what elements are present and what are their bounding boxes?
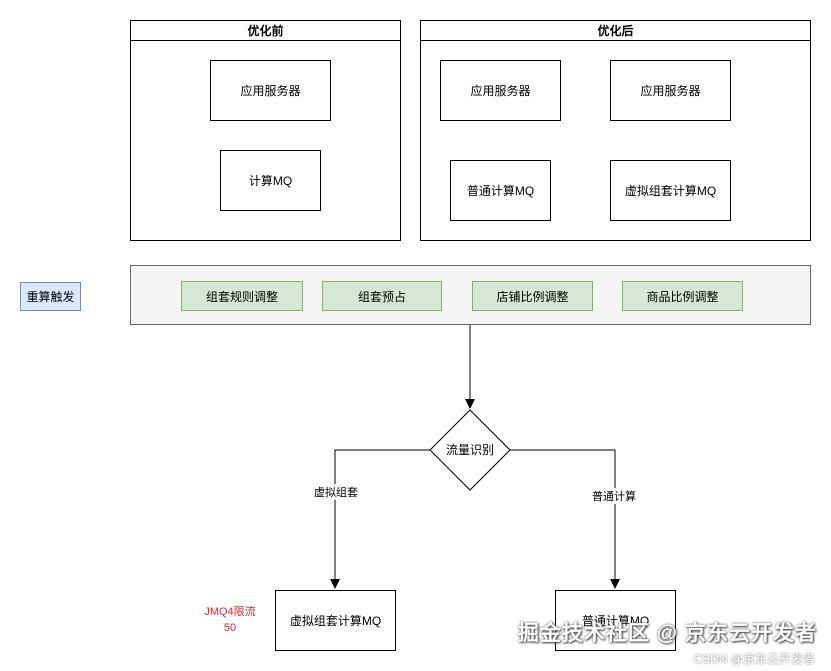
watermark-sub: CSDN @京东云开发者: [693, 652, 815, 666]
before-mq: 计算MQ: [220, 150, 321, 211]
trigger-item-bundle-reserve: 组套预占: [322, 281, 442, 311]
watermark-main: 掘金技术社区 @ 京东云开发者: [517, 622, 817, 645]
rate-limit-note-line2: 50: [223, 622, 237, 634]
trigger-item-store-ratio: 店铺比例调整: [472, 281, 593, 311]
after-app-server-1: 应用服务器: [440, 60, 561, 121]
left-branch-label: 虚拟组套: [314, 484, 358, 500]
before-app-server: 应用服务器: [210, 60, 331, 121]
trigger-item-bundle-rule: 组套规则调整: [181, 281, 303, 311]
after-app-server-2: 应用服务器: [610, 60, 731, 121]
output-normal-mq: 普通计算MQ: [555, 590, 676, 651]
output-virtual-bundle-mq: 虚拟组套计算MQ: [275, 590, 396, 651]
after-mq-1: 普通计算MQ: [450, 160, 551, 221]
left-branch-arrow: [330, 449, 430, 589]
right-branch-arrow: [510, 449, 620, 589]
rate-limit-note: JMQ4限流 50: [196, 604, 264, 636]
before-panel-title: 优化前: [131, 21, 400, 41]
recalc-trigger-label: 重算触发: [20, 282, 81, 311]
decision-label: 流量识别: [445, 443, 494, 457]
after-mq-2: 虚拟组套计算MQ: [610, 160, 731, 221]
right-branch-label: 普通计算: [592, 488, 636, 504]
before-panel: 优化前: [130, 20, 401, 241]
rate-limit-note-line1: JMQ4限流: [204, 606, 256, 618]
decision-diamond: [429, 409, 511, 491]
after-panel-title: 优化后: [421, 21, 810, 41]
trigger-item-product-ratio: 商品比例调整: [622, 281, 743, 311]
